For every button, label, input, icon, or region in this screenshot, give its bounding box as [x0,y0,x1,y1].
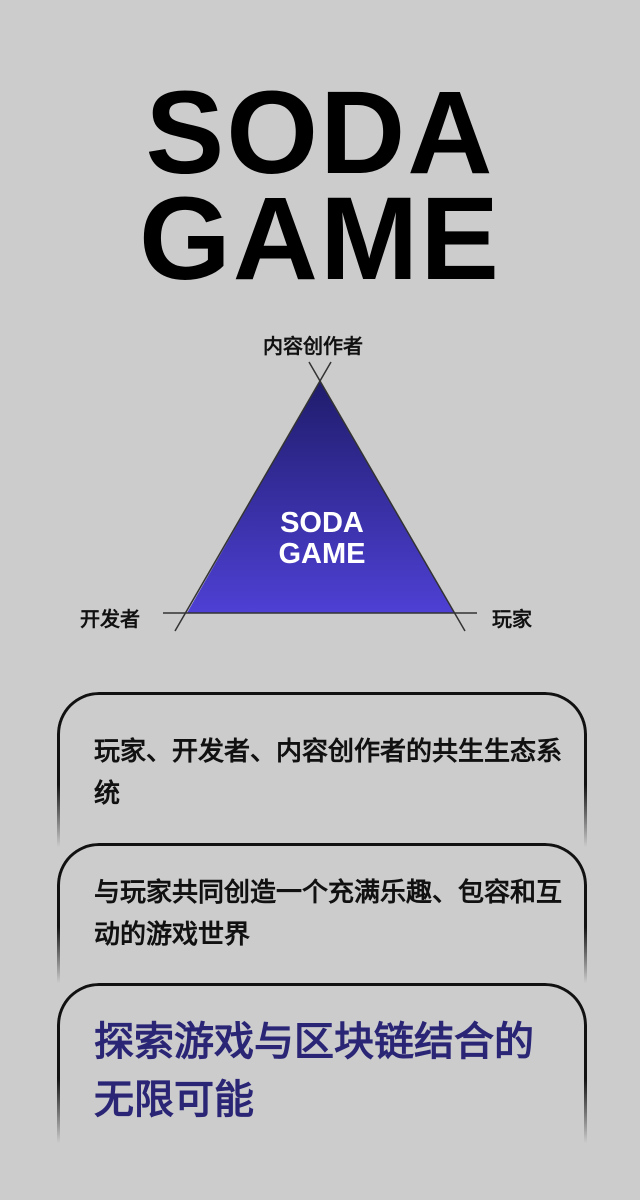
card-ecosystem-text: 玩家、开发者、内容创作者的共生生态系统 [94,737,563,809]
label-players: 玩家 [492,607,532,631]
logo-line-1: SODA [145,67,495,199]
card-game-world-text: 与玩家共同创造一个充满乐趣、包容和互动的游戏世界 [94,878,563,950]
card-ecosystem [57,692,587,847]
triangle-title-1: SODA [280,507,364,539]
ecosystem-triangle: SODA GAME [163,361,477,632]
right-edge-line [308,361,466,632]
label-content-creators: 内容创作者 [263,334,363,358]
triangle-title-2: GAME [279,538,366,570]
card-game-world [57,843,587,983]
card-blockchain-text: 探索游戏与区块链结合的无限可能 [94,1019,534,1123]
left-edge-line [174,361,332,632]
triangle-shape [187,380,455,613]
label-developers: 开发者 [80,607,140,631]
card-blockchain [57,983,587,1143]
logo-line-2: GAME [139,173,501,305]
